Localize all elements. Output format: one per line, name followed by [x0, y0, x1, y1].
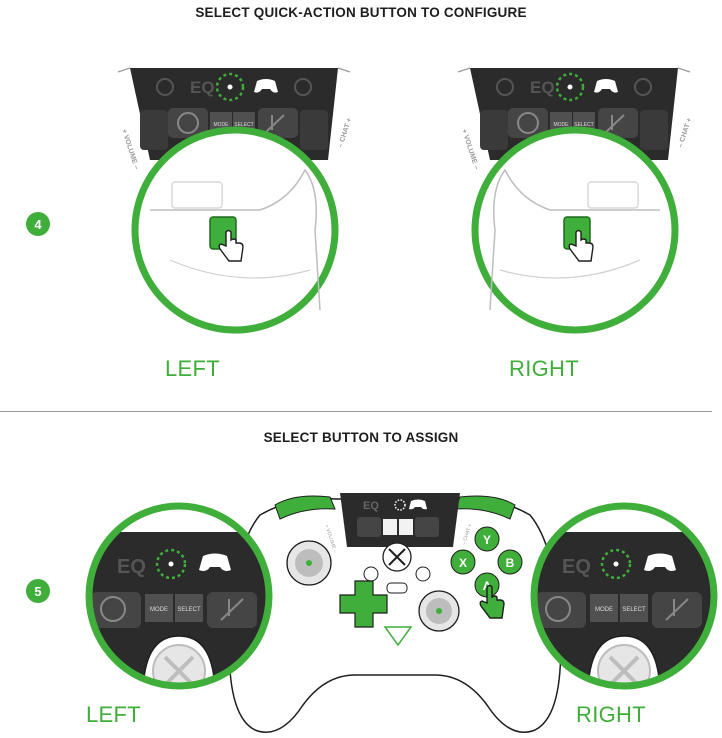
panel-mode-text: MODE [595, 607, 613, 613]
panel-eq-text: EQ [117, 556, 146, 578]
magnifier-ring [530, 502, 718, 690]
panel-eq-text: EQ [530, 78, 555, 97]
crosshair-icon [294, 78, 312, 96]
chat-label: – CHAT + [337, 117, 353, 148]
right-thumbstick [418, 590, 460, 632]
magnifier-ring [85, 502, 273, 690]
step5-heading: SELECT BUTTON TO ASSIGN [263, 430, 459, 445]
controller-icon [409, 499, 427, 510]
panel-select-text: SELECT [177, 607, 201, 613]
step5-left-magnifier: EQ MODE SELECT [85, 502, 273, 690]
panel-eq-text: EQ [363, 500, 379, 512]
step4-badge: 4 [26, 212, 50, 236]
hand-pointer-icon [479, 584, 505, 619]
xbox-guide-button [382, 542, 412, 572]
controller-icon [644, 553, 676, 571]
y-button-label: Y [483, 533, 491, 547]
dpad-indicator-icon [555, 72, 585, 102]
panel-select-text: SELECT [622, 607, 646, 613]
turtle-beach-logo [383, 626, 413, 647]
superhuman-hearing-icon [517, 112, 539, 134]
superhuman-hearing-icon [177, 112, 199, 134]
mic-mute-icon [665, 598, 689, 621]
step4-left-label: LEFT [165, 356, 220, 381]
chat-label: – CHAT + [677, 117, 693, 148]
mic-mute-icon [265, 114, 285, 133]
left-thumbstick [286, 540, 332, 586]
panel-select-text: SELECT [574, 122, 593, 128]
panel-mode-text: MODE [150, 607, 168, 613]
step4-left-illustration: EQ MODE SELECT + VOLUME – – CHAT + [117, 67, 353, 334]
panel-eq-text: EQ [190, 78, 215, 97]
controller-icon [594, 79, 618, 93]
step5-right-magnifier: EQ MODE SELECT [530, 502, 718, 690]
dpad-indicator-icon [394, 499, 406, 511]
step5-left-label: LEFT [86, 702, 141, 727]
hand-pointer-icon [218, 229, 244, 262]
dpad [339, 580, 388, 628]
step5-right-label: RIGHT [576, 702, 646, 727]
mic-mute-icon [605, 114, 625, 133]
panel-mode-text: MODE [214, 122, 230, 128]
x-button-label: X [459, 556, 467, 570]
volume-label: + VOLUME – [460, 128, 480, 170]
section-divider [0, 411, 712, 412]
panel-eq-text: EQ [562, 556, 591, 578]
controller-icon [254, 79, 278, 93]
view-menu-share-buttons [363, 566, 431, 594]
panel-select-text: SELECT [234, 122, 253, 128]
headset-icon [156, 78, 174, 96]
dpad-indicator-icon [600, 548, 632, 580]
step4-right-label: RIGHT [509, 356, 579, 381]
panel-mode-text: MODE [554, 122, 570, 128]
step5-controller-illustration: EQ + VOLUME – – CHAT + Y X B A [228, 493, 562, 733]
hand-pointer-icon [568, 229, 594, 262]
dpad-indicator-icon [215, 72, 245, 102]
step4-heading: SELECT QUICK-ACTION BUTTON TO CONFIGURE [195, 5, 527, 20]
controller-icon [199, 553, 231, 571]
volume-label: + VOLUME – [120, 128, 140, 170]
superhuman-hearing-icon [545, 596, 571, 622]
mic-mute-icon [220, 598, 244, 621]
step5-badge: 5 [26, 579, 50, 603]
superhuman-hearing-icon [100, 596, 126, 622]
crosshair-icon [634, 78, 652, 96]
b-button-label: B [506, 556, 515, 570]
headset-icon [496, 78, 514, 96]
step4-right-illustration: EQ MODE SELECT + VOLUME – – CHAT + [457, 67, 693, 334]
dpad-indicator-icon [155, 548, 187, 580]
quick-action-panel: EQ MODE SELECT + VOLUME – – CHAT + [117, 67, 353, 170]
